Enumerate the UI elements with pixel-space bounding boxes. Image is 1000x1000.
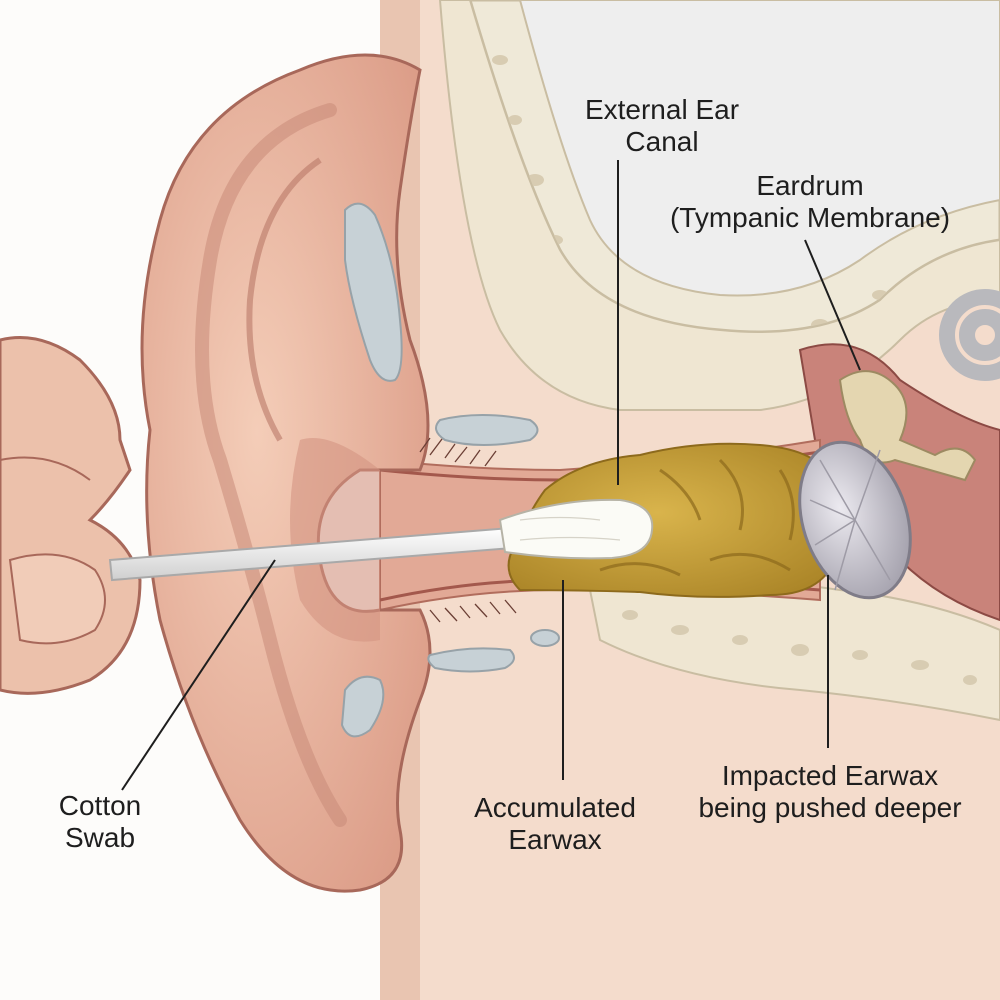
canal-hairs	[419, 437, 517, 623]
earwax-texture	[599, 458, 795, 577]
finger-crease	[0, 456, 91, 481]
leader-lines	[121, 160, 861, 791]
label-impacted-earwax-line2: being pushed deeper	[698, 792, 962, 823]
label-external-ear-canal: External Ear Canal	[562, 94, 762, 158]
label-accumulated-earwax-line2: Earwax	[508, 824, 602, 855]
label-eardrum-line1: Eardrum	[756, 170, 864, 201]
cartilage-lobe	[340, 675, 385, 738]
eardrum-fibers	[809, 449, 891, 591]
ossicles-icon	[838, 370, 977, 482]
label-eardrum: Eardrum (Tympanic Membrane)	[650, 170, 970, 234]
leader-eardrum	[804, 239, 861, 371]
cartilage-canal-bottom	[427, 647, 515, 673]
label-external-ear-canal-line2: Canal	[625, 126, 699, 157]
temporal-bone-upper	[438, 0, 1000, 411]
label-impacted-earwax: Impacted Earwax being pushed deeper	[680, 760, 980, 824]
cartilage-small	[530, 629, 560, 647]
label-cotton-swab-line1: Cotton	[58, 790, 142, 821]
cartilage-canal-top	[435, 414, 539, 446]
label-accumulated-earwax: Accumulated Earwax	[445, 792, 665, 856]
label-cotton-swab-line2: Swab	[64, 822, 136, 853]
label-eardrum-line2: (Tympanic Membrane)	[669, 202, 951, 233]
label-impacted-earwax-line1: Impacted Earwax	[721, 760, 939, 791]
label-cotton-swab: Cotton Swab	[30, 790, 170, 854]
cochlea-icon	[939, 289, 1000, 381]
label-external-ear-canal-line1: External Ear	[584, 94, 740, 125]
cranial-cavity	[518, 0, 1000, 297]
concha-shadow	[290, 438, 380, 642]
bone-texture-lower	[622, 610, 977, 685]
antihelix-fold	[246, 157, 322, 442]
cotton-swab-tip	[498, 498, 654, 560]
helix-fold	[195, 103, 347, 827]
leader-cotton-swab	[121, 559, 276, 791]
cartilage-upper	[344, 202, 403, 382]
cotton-swab-fibers	[519, 516, 621, 541]
thumb	[8, 553, 106, 645]
label-accumulated-earwax-line1: Accumulated	[474, 792, 636, 823]
